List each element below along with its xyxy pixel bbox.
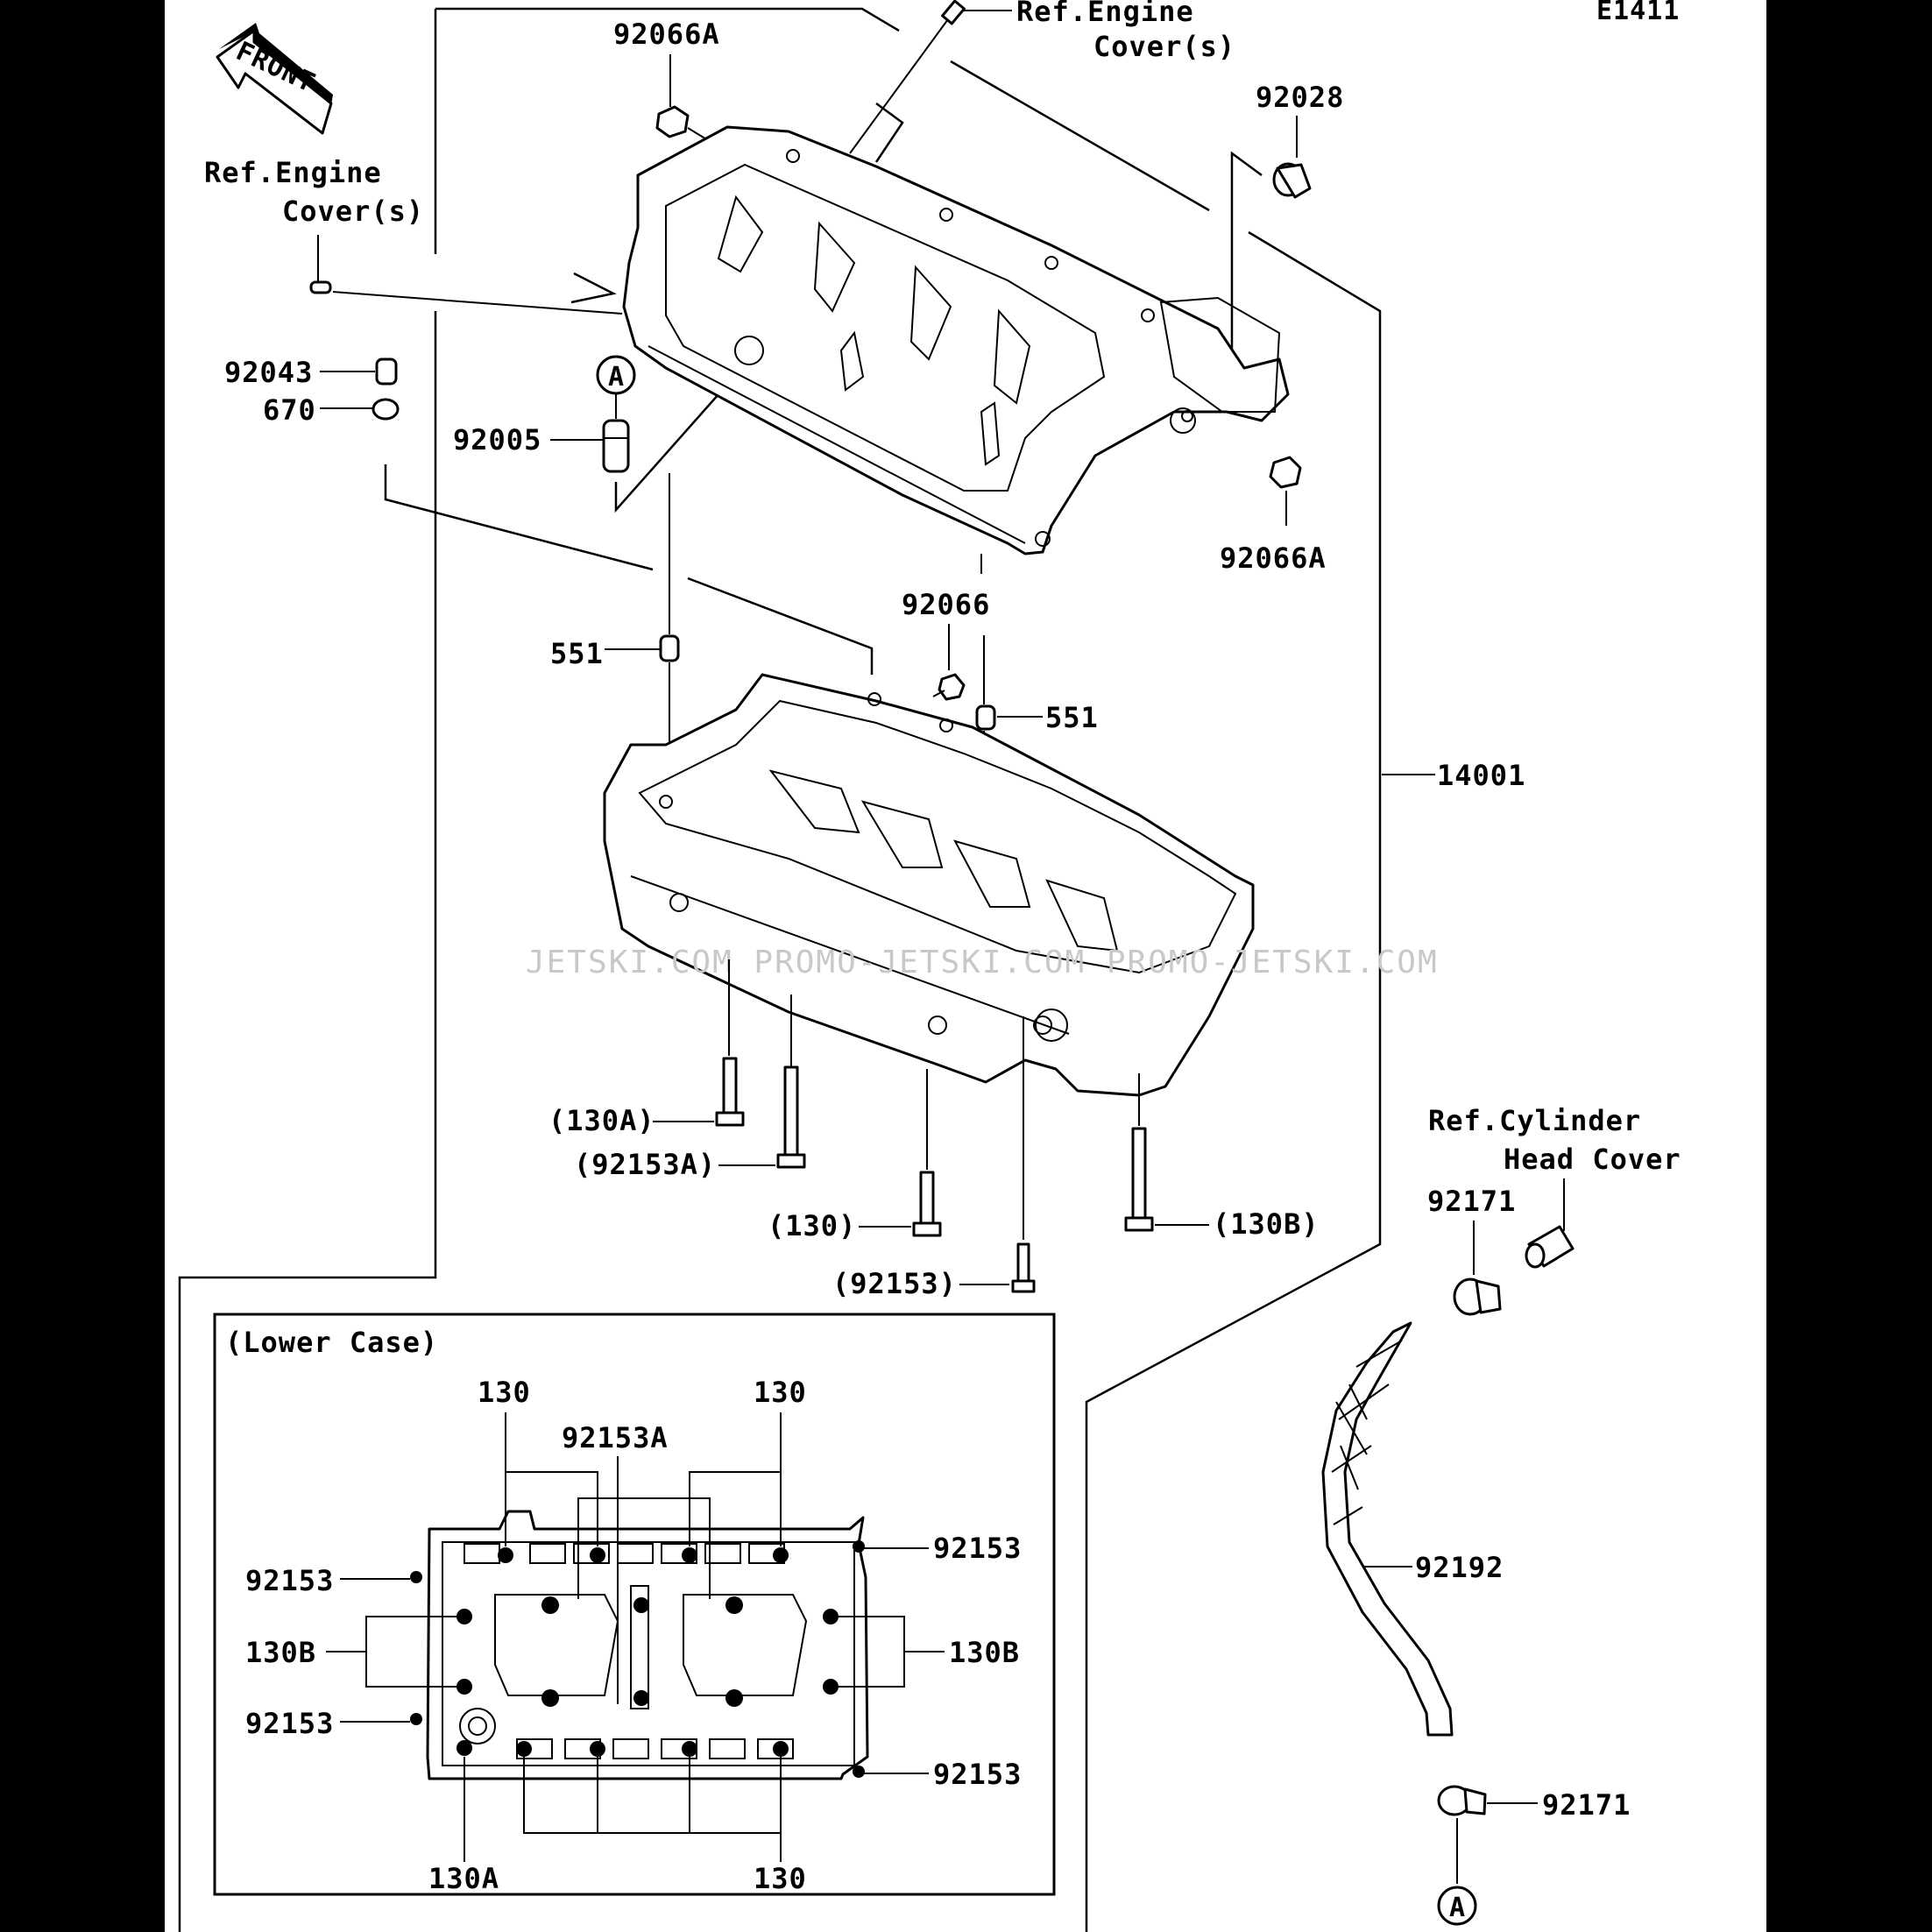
fitting-92005 — [602, 419, 630, 473]
label-551-right: 551 — [1045, 701, 1099, 734]
label-130: (130) — [768, 1209, 856, 1242]
label-92066A-top: 92066A — [613, 18, 720, 51]
ref-cylinder-head-cover-label: Ref.Cylinder — [1428, 1104, 1641, 1137]
front-arrow-icon: FRONT — [216, 23, 333, 135]
inset-label-130-bottom: 130 — [754, 1862, 807, 1895]
clamp-92171-bottom — [1437, 1785, 1487, 1816]
dowel-551-right — [975, 704, 996, 731]
inset-label-92153-left-top: 92153 — [245, 1564, 334, 1597]
inset-label-92153-right-top: 92153 — [933, 1532, 1022, 1565]
inset-title: (Lower Case) — [225, 1326, 438, 1359]
inset-label-92153-left-bottom: 92153 — [245, 1707, 334, 1740]
ref-engine-cover-left-label: Ref.Engine — [204, 156, 382, 189]
label-92066: 92066 — [902, 588, 990, 621]
inset-label-92153-right-bottom: 92153 — [933, 1758, 1022, 1791]
ref-cylinder-head-cover-label-2: Head Cover — [1504, 1143, 1681, 1176]
label-551-left: 551 — [550, 637, 604, 670]
lower-case-inset: (Lower Case) — [213, 1313, 1056, 1896]
inset-label-130B-right: 130B — [949, 1636, 1020, 1669]
label-14001: 14001 — [1437, 759, 1525, 792]
bolt-92153A — [776, 994, 806, 1169]
circle-a-bottom: A — [1449, 1893, 1466, 1923]
nut-92066A-top — [655, 105, 690, 138]
bolt-130B — [1124, 1073, 1154, 1232]
oring-670 — [372, 398, 400, 421]
fitting-head-cover — [1525, 1225, 1575, 1269]
hose-92192 — [1321, 1321, 1454, 1737]
inset-label-130A: 130A — [428, 1862, 499, 1895]
label-130A: (130A) — [548, 1104, 655, 1137]
label-92066A-right: 92066A — [1220, 541, 1327, 575]
label-92153: (92153) — [832, 1267, 957, 1300]
nut-92066 — [938, 673, 966, 701]
label-92171-top: 92171 — [1427, 1185, 1516, 1218]
dowel-92043 — [375, 357, 398, 386]
watermark: JETSKI.COM PROMO-JETSKI.COM PROMO-JETSKI… — [526, 945, 1439, 980]
bolt-92153 — [1011, 1016, 1036, 1293]
inset-label-130-tl: 130 — [478, 1376, 531, 1409]
label-92043: 92043 — [224, 356, 313, 389]
ref-engine-cover-top-label-2: Cover(s) — [1093, 30, 1235, 63]
dowel-551-left — [659, 634, 680, 662]
label-92171-bottom: 92171 — [1542, 1788, 1631, 1822]
lower-crankcase — [603, 673, 1255, 1097]
clamp-92171-top — [1453, 1277, 1502, 1316]
frame-lines — [178, 7, 1382, 1932]
label-92028: 92028 — [1256, 81, 1344, 114]
circle-a-top: A — [608, 362, 625, 393]
label-92005: 92005 — [453, 423, 541, 456]
upper-crankcase — [622, 125, 1290, 556]
inset-label-130B-left: 130B — [245, 1636, 316, 1669]
inset-label-130-tr: 130 — [754, 1376, 807, 1409]
ref-engine-cover-left-label-2: Cover(s) — [282, 195, 424, 228]
ref-engine-cover-top-label: Ref.Engine — [1016, 0, 1194, 28]
nut-92066A-right — [1269, 456, 1302, 489]
label-130B: (130B) — [1213, 1207, 1320, 1241]
label-92192: 92192 — [1415, 1551, 1504, 1584]
bolt-130A — [715, 959, 745, 1127]
diagram-code: E1411 — [1596, 0, 1680, 26]
label-670: 670 — [263, 393, 316, 427]
inset-label-92153A: 92153A — [562, 1421, 669, 1454]
label-92153A: (92153A) — [574, 1148, 716, 1181]
plug-92028 — [1272, 162, 1312, 199]
bolt-130 — [912, 1069, 942, 1237]
